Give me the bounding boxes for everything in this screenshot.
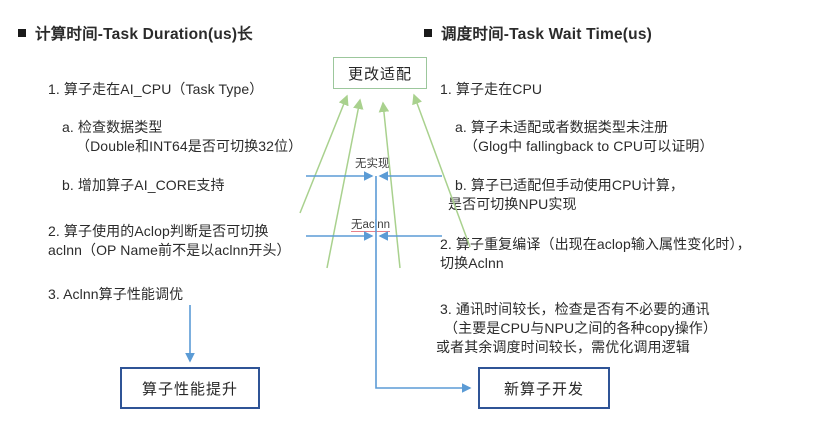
right-item-1: 1. 算子走在CPU [440, 81, 543, 97]
result-box-new-operator-label: 新算子开发 [503, 380, 584, 398]
right-item-3-cont: 或者其余调度时间较长，需优化调用逻辑 [436, 339, 690, 355]
adapt-change-box-label: 更改适配 [347, 65, 412, 83]
left-column-header-label: 计算时间-Task Duration(us)长 [35, 26, 253, 43]
left-item-1a: a. 检查数据类型 [62, 119, 163, 135]
right-column-header: 调度时间-Task Wait Time(us) [424, 22, 652, 44]
bullet-square-icon [424, 29, 432, 37]
green-arrow-from-left-3 [326, 98, 364, 269]
left-item-2-cont: aclnn（OP Name前不是以aclnn开头） [48, 242, 291, 258]
right-item-2: 2. 算子重复编译（出现在aclop输入属性变化时）， [440, 236, 751, 252]
right-item-2-cont: 切换Aclnn [440, 255, 504, 271]
green-arrow-from-left-2 [299, 94, 349, 214]
edge-label-no-aclnn: 无aclnn [351, 216, 390, 232]
right-item-1b: b. 算子已适配但手动使用CPU计算， [455, 177, 685, 193]
right-item-1a-detail: （Glog中 fallingback to CPU可以证明） [464, 138, 714, 154]
left-item-1a-detail: （Double和INT64是否可切换32位） [76, 138, 303, 154]
left-item-3: 3. Aclnn算子性能调优 [48, 286, 184, 302]
bullet-square-icon [18, 29, 26, 37]
edge-label-no-aclnn-text: 无aclnn [351, 219, 390, 232]
left-item-2: 2. 算子使用的Aclop判断是否可切换 [48, 223, 269, 239]
right-item-1a: a. 算子未适配或者数据类型未注册 [455, 119, 669, 135]
blue-connector-group [185, 171, 472, 393]
adapt-change-box[interactable]: 更改适配 [333, 57, 427, 89]
result-box-performance-label: 算子性能提升 [141, 380, 238, 398]
left-item-1: 1. 算子走在AI_CPU（Task Type） [48, 81, 264, 97]
left-column-header: 计算时间-Task Duration(us)长 [18, 22, 253, 44]
right-item-1b-cont: 是否可切换NPU实现 [448, 196, 577, 212]
right-column-header-label: 调度时间-Task Wait Time(us) [441, 26, 653, 43]
result-box-new-operator[interactable]: 新算子开发 [478, 367, 610, 409]
result-box-performance[interactable]: 算子性能提升 [120, 367, 260, 409]
left-item-1b: b. 增加算子AI_CORE支持 [62, 177, 225, 193]
edge-label-no-impl: 无实现 [355, 158, 390, 170]
right-item-3-detail: （主要是CPU与NPU之间的各种copy操作） [444, 320, 717, 336]
right-item-3: 3. 通讯时间较长，检查是否有不必要的通讯 [440, 301, 710, 317]
green-arrow-from-center [378, 101, 401, 269]
